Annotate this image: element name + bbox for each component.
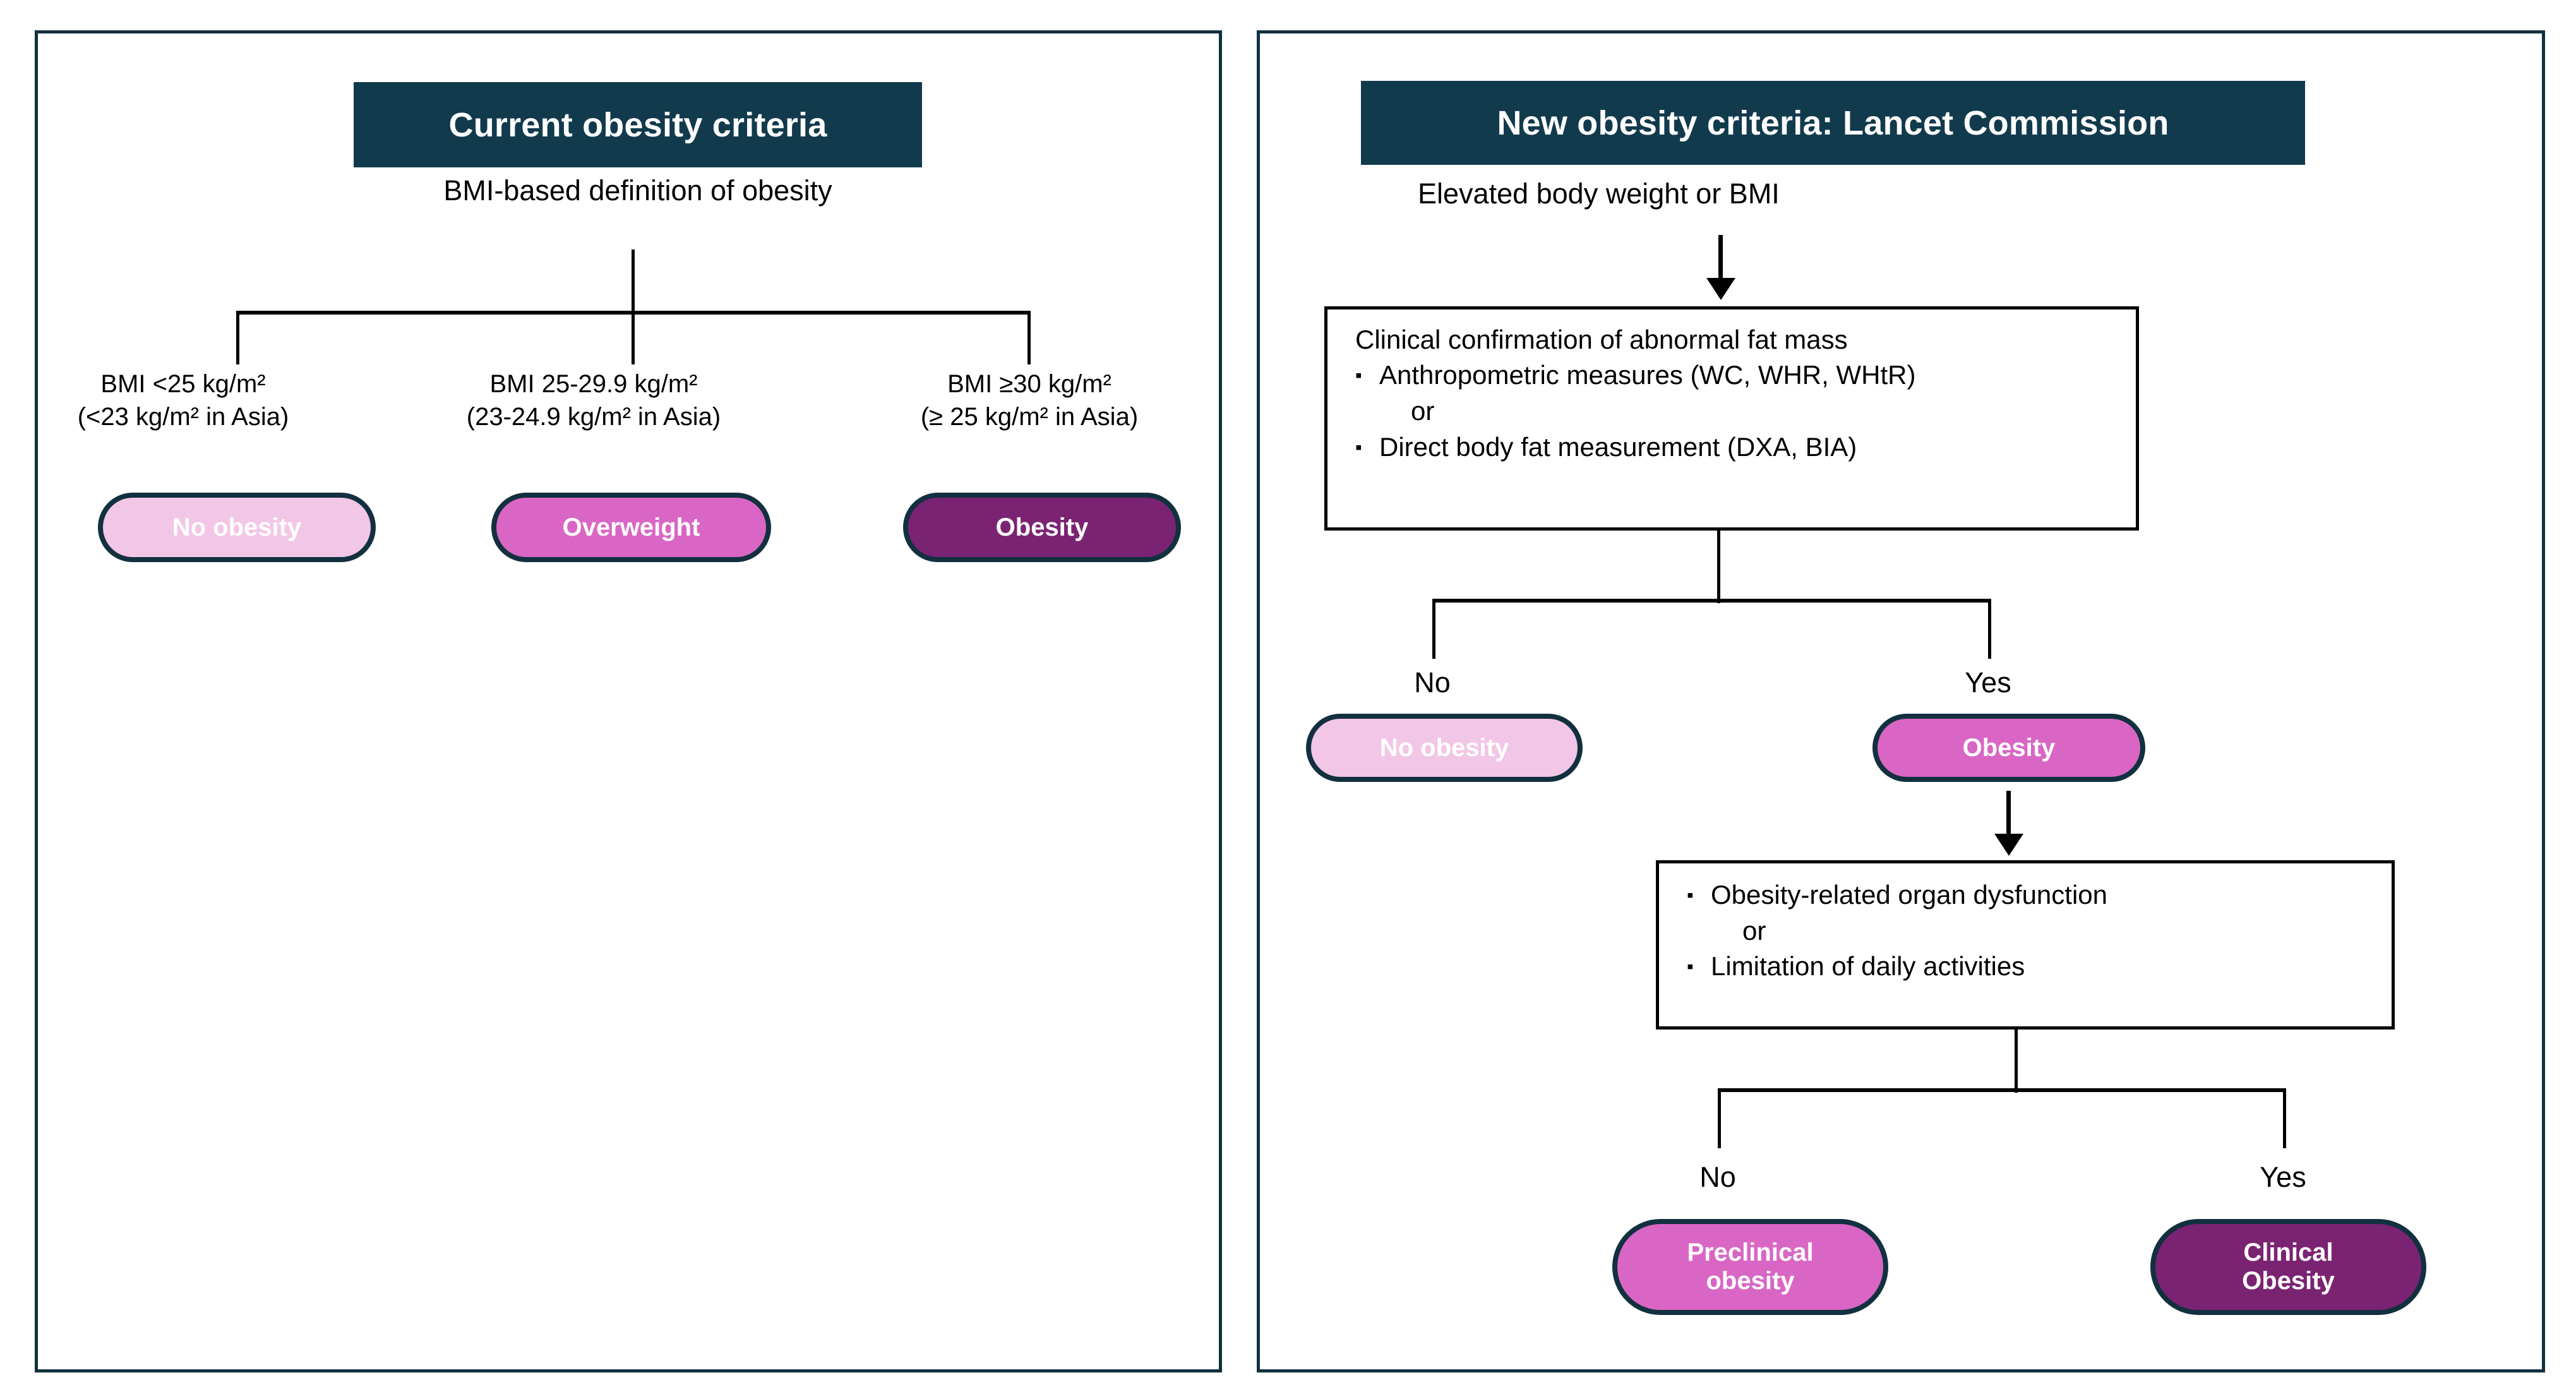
decision1-no-label: No bbox=[1414, 666, 1451, 699]
decision1-stem bbox=[1717, 531, 1720, 603]
decision1-yes-label: Yes bbox=[1965, 666, 2011, 699]
pill-preclinical-obesity[interactable]: Preclinical obesity bbox=[1612, 1219, 1888, 1315]
bmi-label-line2: (23-24.9 kg/m² in Asia) bbox=[466, 403, 721, 431]
left-tree-drop-3 bbox=[1027, 311, 1031, 364]
pill-label-line1: Preclinical bbox=[1687, 1239, 1814, 1267]
right-panel-title: New obesity criteria: Lancet Commission bbox=[1361, 81, 2305, 165]
pill-obesity-bmi[interactable]: Obesity bbox=[903, 493, 1181, 562]
right-panel-entry-text: Elevated body weight or BMI bbox=[1418, 177, 1780, 210]
decision1-drop-yes bbox=[1988, 599, 1991, 659]
decision2-no-label: No bbox=[1699, 1161, 1736, 1193]
bmi-label-line1: BMI 25-29.9 kg/m² bbox=[489, 370, 698, 398]
square-bullet-icon bbox=[1670, 949, 1711, 985]
pill-overweight[interactable]: Overweight bbox=[491, 493, 771, 562]
decision2-yes-label: Yes bbox=[2260, 1161, 2306, 1193]
box-bullet-text: Obesity-related organ dysfunction bbox=[1711, 880, 2108, 910]
pill-clinical-obesity[interactable]: Clinical Obesity bbox=[2150, 1219, 2426, 1315]
box-bullet-row-1: Obesity-related organ dysfunction bbox=[1670, 877, 2380, 913]
box-bullet-row-2: Direct body fat measurement (DXA, BIA) bbox=[1339, 429, 2124, 465]
box-clinical-confirmation: Clinical confirmation of abnormal fat ma… bbox=[1324, 306, 2139, 531]
left-panel-subtitle: BMI-based definition of obesity bbox=[443, 174, 832, 207]
square-bullet-icon bbox=[1339, 429, 1379, 465]
decision2-stem bbox=[2015, 1030, 2018, 1093]
decision2-drop-yes bbox=[2283, 1088, 2286, 1148]
pill-no-obesity-bmi[interactable]: No obesity bbox=[98, 493, 376, 562]
box-bullet-text: Direct body fat measurement (DXA, BIA) bbox=[1379, 431, 1857, 462]
bmi-label-obesity: BMI ≥30 kg/m² (≥ 25 kg/m² in Asia) bbox=[872, 368, 1187, 433]
pill-label: Clinical Obesity bbox=[2242, 1239, 2335, 1295]
bmi-label-overweight: BMI 25-29.9 kg/m² (23-24.9 kg/m² in Asia… bbox=[436, 368, 752, 433]
left-panel-title: Current obesity criteria bbox=[354, 82, 922, 167]
box-connector-or: or bbox=[1742, 916, 1766, 946]
box-bullet-text: Limitation of daily activities bbox=[1711, 951, 2025, 982]
left-panel bbox=[35, 30, 1222, 1372]
square-bullet-icon bbox=[1670, 877, 1711, 913]
bmi-label-line1: BMI <25 kg/m² bbox=[100, 370, 266, 398]
pill-obesity-lancet[interactable]: Obesity bbox=[1872, 714, 2145, 782]
arrow-entry-to-fatmass-shaft bbox=[1718, 235, 1723, 297]
pill-label: Overweight bbox=[562, 513, 700, 541]
decision2-crossbar bbox=[1718, 1088, 2286, 1092]
box-organ-dysfunction: Obesity-related organ dysfunction or Lim… bbox=[1656, 860, 2395, 1030]
pill-label-line2: Obesity bbox=[2242, 1267, 2335, 1295]
decision2-drop-no bbox=[1718, 1088, 1721, 1148]
pill-label-line2: obesity bbox=[1706, 1267, 1795, 1295]
box-bullet-row-1: Anthropometric measures (WC, WHR, WHtR) bbox=[1339, 357, 2124, 393]
left-tree-drop-2 bbox=[632, 311, 635, 364]
pill-label: Obesity bbox=[995, 513, 1089, 541]
pill-no-obesity-lancet[interactable]: No obesity bbox=[1306, 714, 1583, 782]
box-bullet-text: Anthropometric measures (WC, WHR, WHtR) bbox=[1379, 360, 1916, 390]
box-bullet-row-2: Limitation of daily activities bbox=[1670, 949, 2380, 985]
bmi-label-line2: (≥ 25 kg/m² in Asia) bbox=[920, 403, 1139, 431]
right-panel bbox=[1257, 30, 2545, 1372]
bmi-label-line2: (<23 kg/m² in Asia) bbox=[77, 403, 289, 431]
left-tree-drop-1 bbox=[236, 311, 239, 364]
arrow-obesity-to-dysfunction-head bbox=[1994, 834, 2023, 856]
square-bullet-icon bbox=[1339, 357, 1379, 393]
pill-label: No obesity bbox=[1379, 733, 1509, 762]
pill-label: Obesity bbox=[1962, 733, 2056, 762]
pill-label-line1: Clinical bbox=[2243, 1239, 2333, 1267]
box-lead-text: Clinical confirmation of abnormal fat ma… bbox=[1355, 325, 1848, 354]
pill-label: No obesity bbox=[172, 513, 302, 541]
decision1-crossbar bbox=[1432, 599, 1991, 603]
left-tree-stem bbox=[632, 249, 635, 316]
decision1-drop-no bbox=[1432, 599, 1435, 659]
box-connector-or: or bbox=[1411, 396, 1435, 426]
bmi-label-line1: BMI ≥30 kg/m² bbox=[947, 370, 1111, 398]
bmi-label-no-obesity: BMI <25 kg/m² (<23 kg/m² in Asia) bbox=[38, 368, 328, 433]
pill-label: Preclinical obesity bbox=[1687, 1239, 1813, 1295]
arrow-entry-to-fatmass-head bbox=[1706, 278, 1735, 300]
arrow-obesity-to-dysfunction-shaft bbox=[2006, 791, 2011, 852]
